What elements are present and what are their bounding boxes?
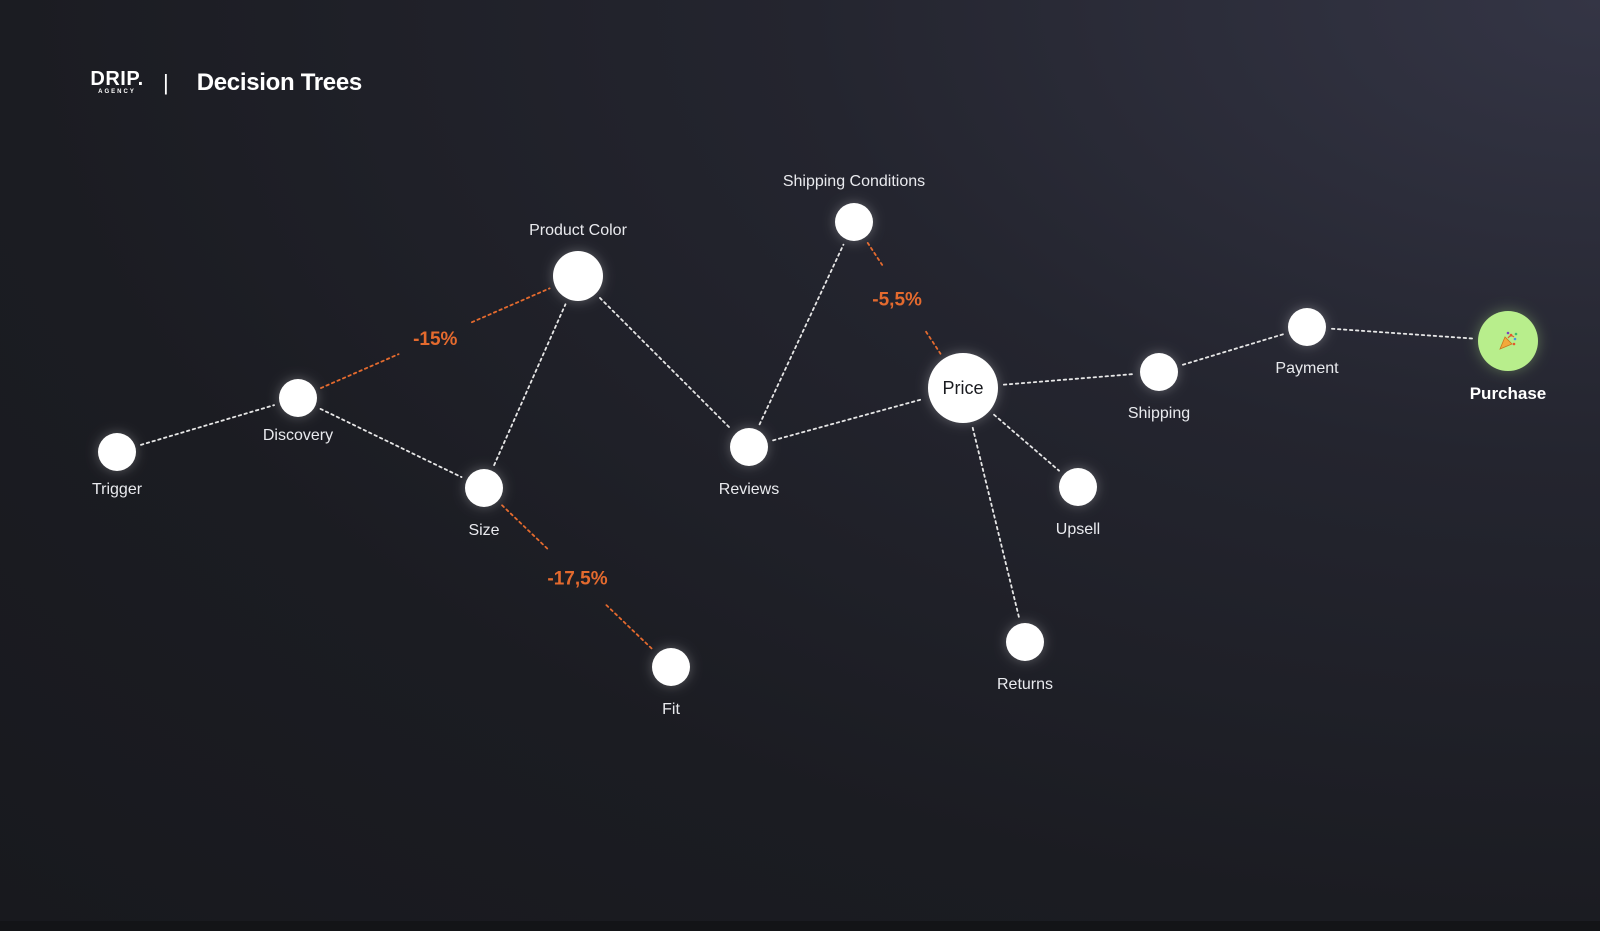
drop-rate-label-shipping_conditions-price: -5,5% [872, 289, 922, 310]
node-circle-discovery [279, 379, 317, 417]
node-label-fit: Fit [662, 701, 680, 718]
node-label-returns: Returns [997, 676, 1053, 693]
bottom-bar [0, 921, 1600, 931]
drop-rate-label-discovery-product_color: -15% [413, 329, 457, 350]
node-circle-trigger [98, 433, 136, 471]
drip-agency-logo: DRIP. AGENCY [90, 68, 144, 96]
node-trigger: Trigger [92, 433, 143, 498]
edge-discovery-size [319, 407, 463, 479]
header-separator: | [163, 70, 169, 95]
page-title: Decision Trees [196, 69, 363, 96]
drop-edge-shipping_conditions-price-part-2 [925, 330, 942, 355]
edge-reviews-shipping_conditions [758, 243, 845, 426]
node-payment: Payment [1275, 308, 1339, 377]
node-discovery: Discovery [263, 379, 333, 444]
node-fit: Fit [652, 648, 690, 718]
node-returns: Returns [997, 623, 1053, 693]
node-label-upsell: Upsell [1056, 521, 1100, 538]
node-label-size: Size [468, 522, 499, 539]
node-upsell: Upsell [1056, 468, 1100, 538]
node-label-trigger: Trigger [92, 481, 143, 498]
node-circle-fit [652, 648, 690, 686]
node-label-product_color: Product Color [529, 222, 627, 239]
node-circle-shipping_conditions [835, 203, 873, 241]
node-price: Price [928, 353, 998, 423]
edge-payment-purchase [1331, 327, 1473, 340]
drop-edge-shipping_conditions-price-part-1 [866, 241, 884, 266]
edge-shipping-payment [1182, 333, 1284, 366]
edge-price-upsell [993, 413, 1060, 472]
node-label-reviews: Reviews [719, 481, 779, 498]
node-circle-returns [1006, 623, 1044, 661]
edge-price-shipping [1002, 373, 1135, 386]
node-circle-size [465, 469, 503, 507]
drop-rate-label-size-fit: -17,5% [547, 569, 607, 590]
node-reviews: Reviews [719, 428, 779, 498]
edge-reviews-price [772, 397, 925, 442]
drop-edge-discovery-product_color-part-1 [320, 353, 400, 389]
node-shipping_conditions: Shipping Conditions [783, 173, 925, 241]
drop-edge-size-fit-part-2 [605, 604, 654, 651]
edge-product_color-reviews [599, 297, 733, 431]
node-product_color: Product Color [529, 222, 628, 301]
drop-labels-layer: -15% -17,5% -5,5% [413, 289, 922, 589]
edge-price-returns [971, 426, 1020, 619]
edge-trigger-discovery [140, 404, 275, 446]
node-circle-payment [1288, 308, 1326, 346]
node-label-discovery: Discovery [263, 427, 333, 444]
node-shipping: Shipping [1128, 353, 1190, 422]
node-label-purchase: Purchase [1470, 384, 1547, 403]
edges-layer [140, 241, 1473, 651]
node-circle-shipping [1140, 353, 1178, 391]
node-circle-reviews [730, 428, 768, 466]
logo-wordmark: DRIP. [90, 68, 144, 90]
drop-edge-discovery-product_color-part-2 [471, 287, 551, 324]
node-label-payment: Payment [1275, 360, 1339, 377]
edge-size-product_color [493, 303, 567, 467]
node-circle-price [928, 353, 998, 423]
node-size: Size [465, 469, 503, 539]
node-circle-product_color [553, 251, 603, 301]
drop-edge-size-fit-part-1 [501, 504, 550, 551]
node-purchase: Purchase [1470, 311, 1547, 403]
node-circle-upsell [1059, 468, 1097, 506]
party-popper-icon [1499, 331, 1518, 350]
logo-subtext: AGENCY [98, 89, 136, 95]
node-label-price: Price [942, 378, 983, 398]
node-label-shipping_conditions: Shipping Conditions [783, 173, 925, 190]
node-label-shipping: Shipping [1128, 405, 1190, 422]
header: DRIP. AGENCY | Decision Trees [90, 66, 363, 100]
